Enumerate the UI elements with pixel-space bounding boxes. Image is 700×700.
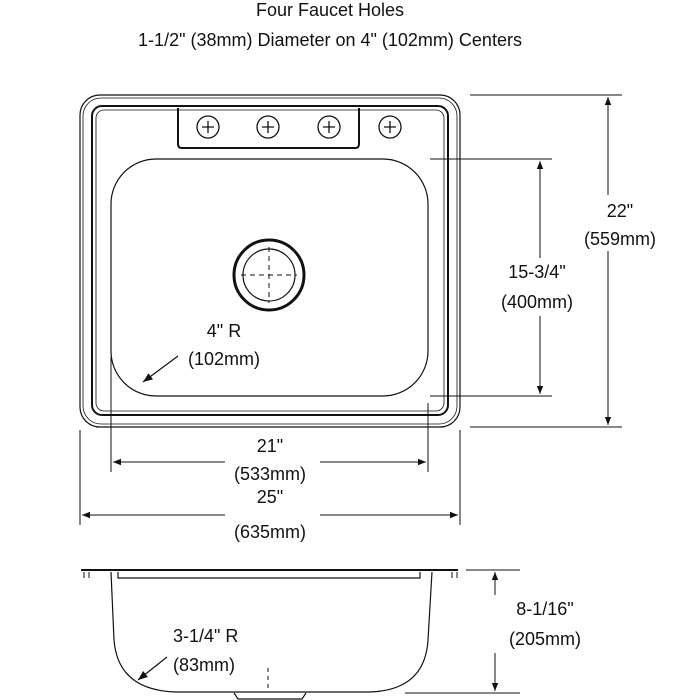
bowl-depth-inches: 15-3/4" [508, 262, 565, 282]
faucet-holes [196, 115, 402, 139]
overall-width-inches: 25" [257, 487, 283, 507]
sink-side-view: 3-1/4" R (83mm) [81, 569, 458, 700]
bowl-width-mm: (533mm) [234, 464, 306, 484]
dimension-22in [470, 94, 622, 428]
bowl-height-mm: (205mm) [509, 629, 581, 649]
faucet-hole-icon [378, 115, 402, 139]
overall-depth-inches: 22" [607, 201, 633, 221]
title-line-1: Four Faucet Holes [256, 0, 404, 20]
bowl-height-inches: 8-1/16" [516, 599, 573, 619]
faucet-hole-icon [317, 115, 341, 139]
bowl-depth-mm: (400mm) [501, 292, 573, 312]
overall-width-mm: (635mm) [234, 522, 306, 542]
overall-depth-mm: (559mm) [584, 229, 656, 249]
faucet-deck [177, 108, 360, 149]
sink-top-view: 4" R (102mm) [79, 94, 461, 428]
faucet-hole-icon [256, 115, 280, 139]
faucet-hole-icon [196, 115, 220, 139]
bowl-radius-inches: 4" R [207, 321, 241, 341]
drain-icon [232, 238, 306, 312]
bowl-outline [110, 158, 429, 397]
title-line-2: 1-1/2" (38mm) Diameter on 4" (102mm) Cen… [138, 30, 522, 50]
bowl-width-inches: 21" [257, 436, 283, 456]
bowl-radius-mm: (102mm) [188, 349, 260, 369]
side-radius-inches: 3-1/4" R [173, 626, 238, 646]
side-radius-mm: (83mm) [173, 655, 235, 675]
